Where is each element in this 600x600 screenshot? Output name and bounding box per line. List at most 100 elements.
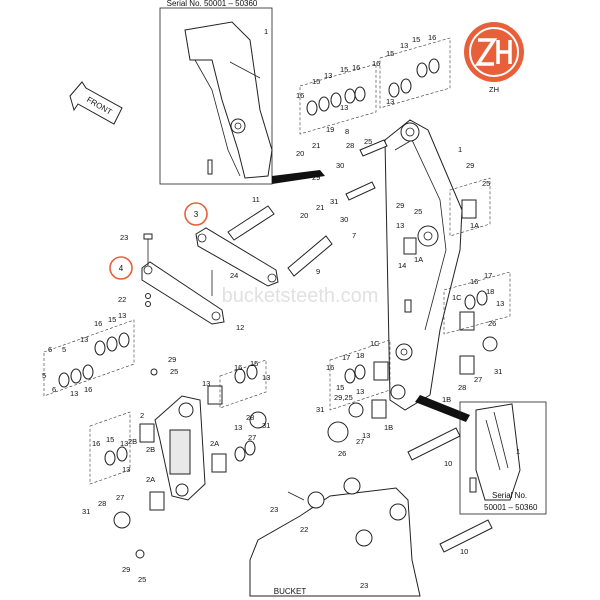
label-2a-b: 2A	[210, 439, 219, 448]
label-10-b: 10	[460, 547, 468, 556]
svg-text:25: 25	[414, 207, 422, 216]
svg-text:15: 15	[250, 359, 258, 368]
bucket-label: BUCKET	[274, 587, 307, 596]
svg-text:17: 17	[342, 353, 350, 362]
svg-text:5: 5	[62, 345, 66, 354]
callout-4[interactable]	[109, 256, 133, 280]
svg-text:16: 16	[326, 363, 334, 372]
svg-text:13: 13	[386, 97, 394, 106]
label-23-a: 23	[120, 233, 128, 242]
svg-text:31: 31	[330, 197, 338, 206]
svg-text:27: 27	[116, 493, 124, 502]
svg-text:31: 31	[494, 367, 502, 376]
serial-bottom-line1: Serial No.	[492, 491, 527, 500]
svg-text:15: 15	[340, 65, 348, 74]
label-8: 8	[345, 127, 349, 136]
svg-text:13: 13	[120, 439, 128, 448]
svg-text:29: 29	[466, 161, 474, 170]
label-2: 2	[140, 411, 144, 420]
svg-text:20: 20	[296, 149, 304, 158]
svg-text:30: 30	[340, 215, 348, 224]
svg-text:31: 31	[262, 421, 270, 430]
callout-4-label: 4	[119, 264, 124, 273]
svg-text:13: 13	[122, 465, 130, 474]
label-2b-a: 2B	[146, 445, 155, 454]
svg-text:31: 31	[316, 405, 324, 414]
svg-text:28: 28	[246, 413, 254, 422]
label-24: 24	[230, 271, 238, 280]
shim-stacks	[58, 58, 498, 559]
callout-3-label: 3	[194, 210, 199, 219]
svg-text:7: 7	[352, 231, 356, 240]
svg-text:1A: 1A	[414, 255, 423, 264]
svg-text:29: 29	[396, 201, 404, 210]
svg-text:13: 13	[340, 103, 348, 112]
bucket-link-2: 2 2B 2B 2A 2A	[128, 385, 227, 511]
svg-text:26: 26	[488, 319, 496, 328]
pins: 11 9 10 10 30 8	[227, 127, 493, 556]
label-1-top: 1	[264, 27, 268, 36]
svg-text:16: 16	[352, 63, 360, 72]
svg-text:16: 16	[94, 319, 102, 328]
svg-text:13: 13	[118, 311, 126, 320]
link-3	[195, 227, 279, 287]
svg-text:27: 27	[356, 437, 364, 446]
bottom-inset: 1 Serial No. 50001 – 50360	[459, 401, 547, 515]
label-9: 9	[316, 267, 320, 276]
svg-text:13: 13	[202, 379, 210, 388]
svg-text:27: 27	[248, 433, 256, 442]
svg-text:25: 25	[482, 179, 490, 188]
svg-text:16: 16	[372, 59, 380, 68]
inset-arrow-top	[272, 170, 325, 184]
svg-text:15: 15	[412, 35, 420, 44]
svg-text:29: 29	[168, 355, 176, 364]
watermark-text: bucketsteeth.com	[222, 285, 379, 307]
label-2a-a: 2A	[146, 475, 155, 484]
svg-text:19: 19	[326, 125, 334, 134]
svg-text:20: 20	[300, 211, 308, 220]
svg-text:16: 16	[428, 33, 436, 42]
svg-text:13: 13	[396, 221, 404, 230]
svg-text:13: 13	[262, 373, 270, 382]
svg-text:21: 21	[312, 141, 320, 150]
svg-text:13: 13	[356, 387, 364, 396]
svg-text:29: 29	[122, 565, 130, 574]
svg-text:28: 28	[458, 383, 466, 392]
label-11: 11	[252, 195, 260, 204]
label-22-a: 22	[118, 295, 126, 304]
svg-text:25: 25	[364, 137, 372, 146]
svg-text:29,25: 29,25	[334, 393, 353, 402]
svg-text:1A: 1A	[470, 221, 479, 230]
svg-text:14: 14	[398, 261, 406, 270]
svg-text:13: 13	[324, 71, 332, 80]
svg-text:15: 15	[108, 315, 116, 324]
bucket: BUCKET 23 22 23	[249, 477, 421, 597]
svg-text:13: 13	[234, 423, 242, 432]
svg-text:18: 18	[356, 351, 364, 360]
svg-text:15: 15	[336, 383, 344, 392]
svg-text:13: 13	[362, 431, 370, 440]
svg-text:1C: 1C	[452, 293, 462, 302]
svg-text:27: 27	[474, 375, 482, 384]
svg-text:21: 21	[316, 203, 324, 212]
svg-text:13: 13	[80, 335, 88, 344]
serial-bottom-line2: 50001 – 50360	[484, 503, 538, 512]
logo-text: ZH	[489, 85, 499, 94]
callout-3[interactable]	[184, 202, 208, 226]
svg-text:13: 13	[70, 389, 78, 398]
label-10-a: 10	[444, 459, 452, 468]
brand-logo: ZH	[464, 22, 524, 94]
svg-text:15: 15	[386, 49, 394, 58]
link-4: 23 24 22 12	[118, 233, 244, 332]
group-boxes	[43, 37, 511, 485]
svg-text:16: 16	[296, 91, 304, 100]
svg-text:6: 6	[48, 345, 52, 354]
boom-arm	[384, 119, 463, 411]
svg-text:28: 28	[98, 499, 106, 508]
svg-text:28: 28	[346, 141, 354, 150]
front-arrow: FRONT	[69, 81, 123, 125]
svg-text:1C: 1C	[370, 339, 380, 348]
svg-text:6: 6	[52, 385, 56, 394]
top-inset: Serial No. 50001 – 50360 1	[159, 0, 273, 185]
